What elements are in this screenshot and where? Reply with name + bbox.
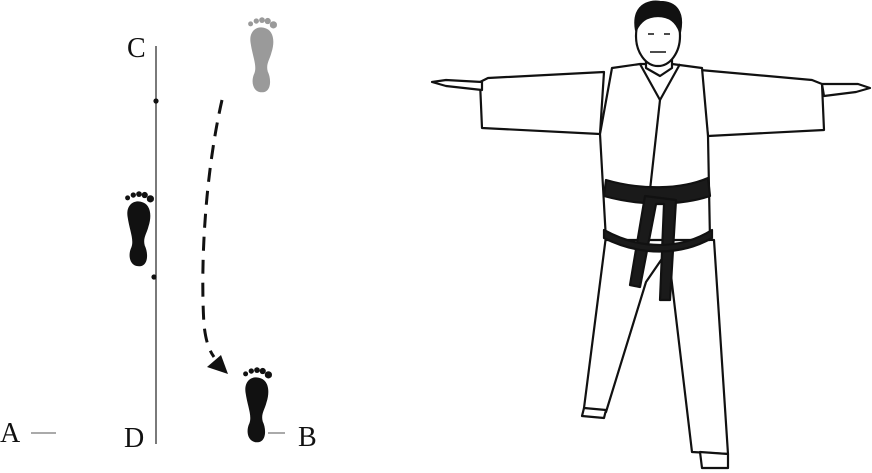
label-c: C — [127, 33, 146, 64]
hair — [634, 0, 683, 34]
marker-dot-lower — [151, 274, 157, 280]
footprint-previous-icon — [248, 17, 278, 93]
label-b: B — [298, 422, 317, 453]
left-foot — [580, 406, 608, 420]
belt — [602, 176, 712, 205]
left-sleeve — [478, 70, 606, 136]
left-hand — [430, 78, 484, 92]
label-a: A — [0, 418, 21, 449]
footprint-left-icon — [125, 191, 155, 267]
label-d: D — [124, 423, 144, 454]
dashed-arrow-icon — [201, 99, 228, 374]
marker-dot-upper — [153, 98, 159, 104]
pants — [582, 234, 730, 456]
martial-artist-figure — [430, 0, 872, 470]
right-foot — [698, 450, 730, 470]
right-sleeve — [698, 68, 826, 138]
belt-tails — [628, 194, 678, 302]
footprint-right-icon — [243, 367, 273, 443]
right-hand — [820, 82, 872, 98]
